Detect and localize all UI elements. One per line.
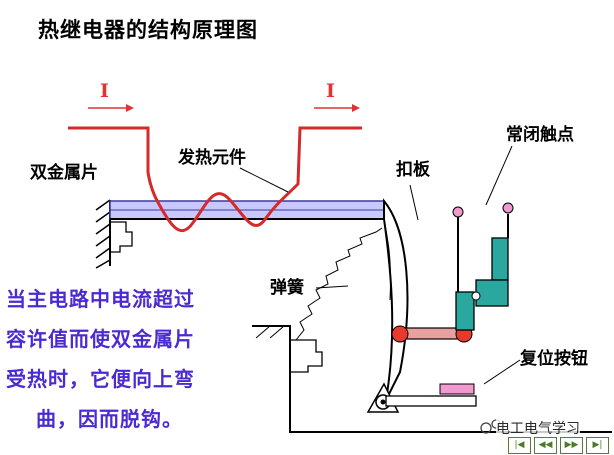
current-arrows (88, 104, 360, 112)
lever-plate (383, 198, 409, 401)
base-frame (252, 325, 612, 433)
watermark-text: 电工电气学习 (496, 418, 580, 438)
lever-label: 扣板 (396, 160, 430, 180)
reset-button-label: 复位按钮 (520, 349, 588, 369)
current-label-right: I (326, 80, 335, 102)
last-slide-button[interactable]: ▶| (586, 437, 609, 454)
first-slide-button[interactable]: |◀ (508, 437, 531, 454)
bimetal-label: 双金属片 (30, 163, 98, 183)
description-line-3: 受热时，它便向上弯 (6, 367, 195, 391)
spring-coil (295, 227, 383, 341)
pivot-left (391, 325, 409, 343)
description-line-4: 曲，因而脱钩。 (36, 407, 183, 431)
heater-label: 发热元件 (178, 148, 246, 168)
description-line-2: 容许值而使双金属片 (6, 327, 195, 351)
reset-rod (385, 383, 477, 407)
nc-contact-assembly (452, 202, 514, 331)
link-rod (399, 327, 463, 340)
current-label-left: I (100, 80, 109, 102)
slide-nav: |◀ ◀◀ ▶▶ ▶| (508, 437, 609, 454)
bimetal-strip (109, 200, 385, 220)
nc-contact-label: 常闭触点 (506, 125, 574, 145)
heater-wire (68, 126, 362, 232)
spring-label: 弹簧 (270, 278, 304, 298)
prev-slide-button[interactable]: ◀◀ (534, 437, 557, 454)
diagram-title: 热继电器的结构原理图 (38, 18, 258, 42)
next-slide-button[interactable]: ▶▶ (560, 437, 583, 454)
watermark: 电工电气学习 (470, 418, 580, 438)
description-line-1: 当主电路中电流超过 (6, 287, 195, 311)
